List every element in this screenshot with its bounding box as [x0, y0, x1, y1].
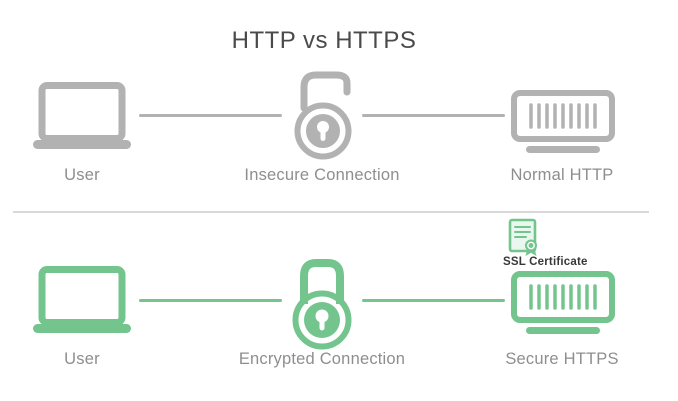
row-divider [13, 211, 649, 213]
label-encrypted-connection: Encrypted Connection [238, 350, 406, 368]
server-icon [511, 271, 615, 335]
connector-line [362, 299, 505, 302]
server-icon [511, 90, 615, 154]
open-padlock-icon [292, 70, 358, 160]
ssl-certificate-icon [508, 218, 544, 258]
connector-line [139, 299, 282, 302]
closed-padlock-icon [288, 256, 356, 352]
laptop-icon [33, 266, 131, 334]
label-user: User [64, 350, 100, 368]
label-user: User [64, 166, 100, 184]
laptop-icon [33, 82, 131, 150]
connector-line [139, 114, 282, 117]
label-normal-http: Normal HTTP [510, 166, 614, 184]
ssl-certificate-label: SSL Certificate [503, 256, 588, 268]
label-insecure-connection: Insecure Connection [244, 166, 400, 184]
connector-line [362, 114, 505, 117]
label-secure-https: Secure HTTPS [505, 350, 619, 368]
page-title: HTTP vs HTTPS [231, 27, 417, 54]
